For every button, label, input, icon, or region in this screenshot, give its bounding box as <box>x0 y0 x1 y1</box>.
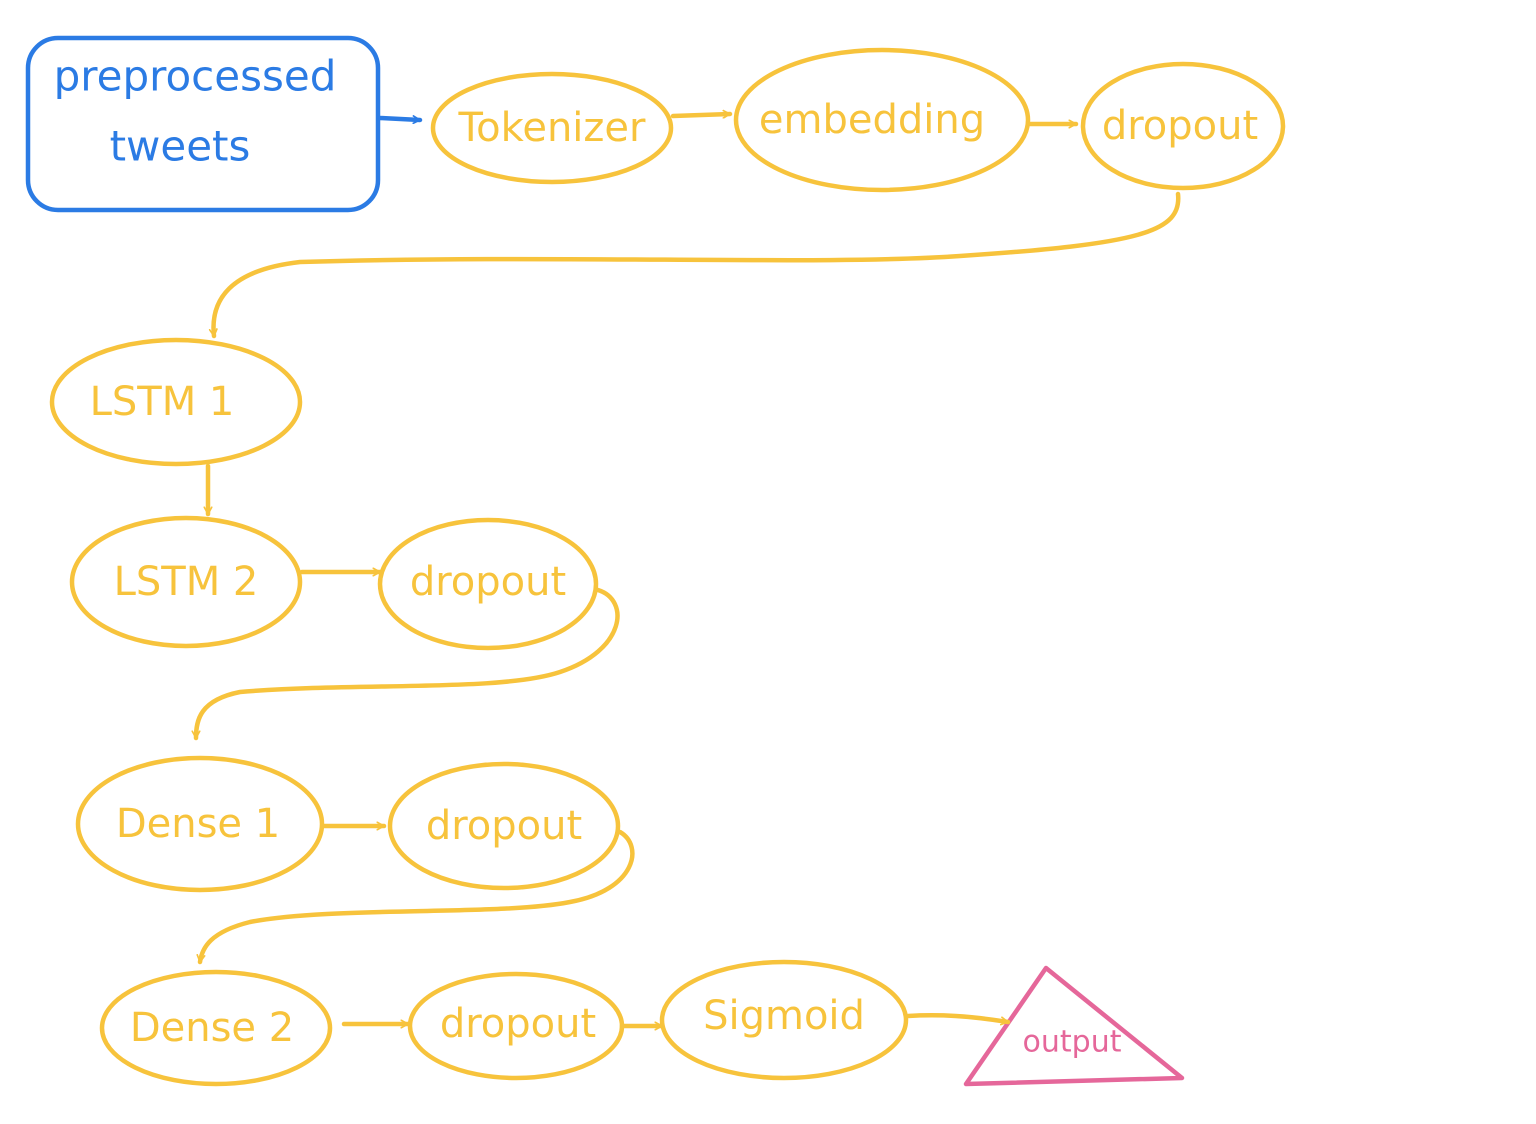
node-dense-2: Dense 2 <box>99 969 333 1087</box>
output-triangle <box>963 965 1185 1087</box>
dropout-4-label: dropout <box>440 1001 596 1047</box>
node-dropout-1: dropout <box>1080 61 1286 191</box>
embedding-label: embedding <box>759 97 985 143</box>
output-label: output <box>1023 1025 1122 1060</box>
dropout-1-label: dropout <box>1102 103 1258 149</box>
arrow-dropout-3-to-dense-2 <box>200 829 635 965</box>
lstm-1-ellipse <box>49 337 303 467</box>
tokenizer-label: Tokenizer <box>458 105 647 151</box>
node-lstm-1: LSTM 1 <box>49 337 303 467</box>
dropout-3-label: dropout <box>426 803 582 849</box>
dense-2-ellipse <box>99 969 333 1087</box>
dense-1-label: Dense 1 <box>116 801 280 847</box>
node-embedding: embedding <box>733 47 1031 193</box>
sigmoid-ellipse <box>659 959 909 1081</box>
dropout-1-ellipse <box>1080 61 1286 191</box>
embedding-ellipse <box>733 47 1031 193</box>
node-dropout-4: dropout <box>407 971 625 1081</box>
sigmoid-label: Sigmoid <box>703 993 865 1039</box>
dense-2-label: Dense 2 <box>130 1005 294 1051</box>
node-dropout-2: dropout <box>377 517 599 651</box>
node-lstm-2: LSTM 2 <box>69 515 303 649</box>
input-label-line2: tweets <box>110 122 251 171</box>
arrow-input-to-tokenizer <box>377 118 423 120</box>
tokenizer-ellipse <box>430 71 674 185</box>
arrow-tokenizer-to-embedding <box>670 114 733 116</box>
arrow-dropout-1-to-lstm-1 <box>214 191 1181 339</box>
input-box <box>25 35 381 213</box>
node-tokenizer: Tokenizer <box>430 71 674 185</box>
dense-1-ellipse <box>75 755 325 893</box>
dropout-3-ellipse <box>387 761 621 891</box>
arrow-sigmoid-to-output <box>905 1013 1011 1022</box>
arrow-dropout-2-to-dense-1 <box>196 587 620 741</box>
node-sigmoid: Sigmoid <box>659 959 909 1081</box>
dropout-2-ellipse <box>377 517 599 651</box>
output-node: output <box>963 965 1185 1087</box>
input-node: preprocessed tweets <box>25 35 381 213</box>
node-dropout-3: dropout <box>387 761 621 891</box>
input-label-line1: preprocessed <box>54 52 337 101</box>
node-dense-1: Dense 1 <box>75 755 325 893</box>
lstm-2-label: LSTM 2 <box>114 559 259 605</box>
lstm-1-label: LSTM 1 <box>90 379 235 425</box>
lstm-2-ellipse <box>69 515 303 649</box>
dropout-2-label: dropout <box>410 559 566 605</box>
